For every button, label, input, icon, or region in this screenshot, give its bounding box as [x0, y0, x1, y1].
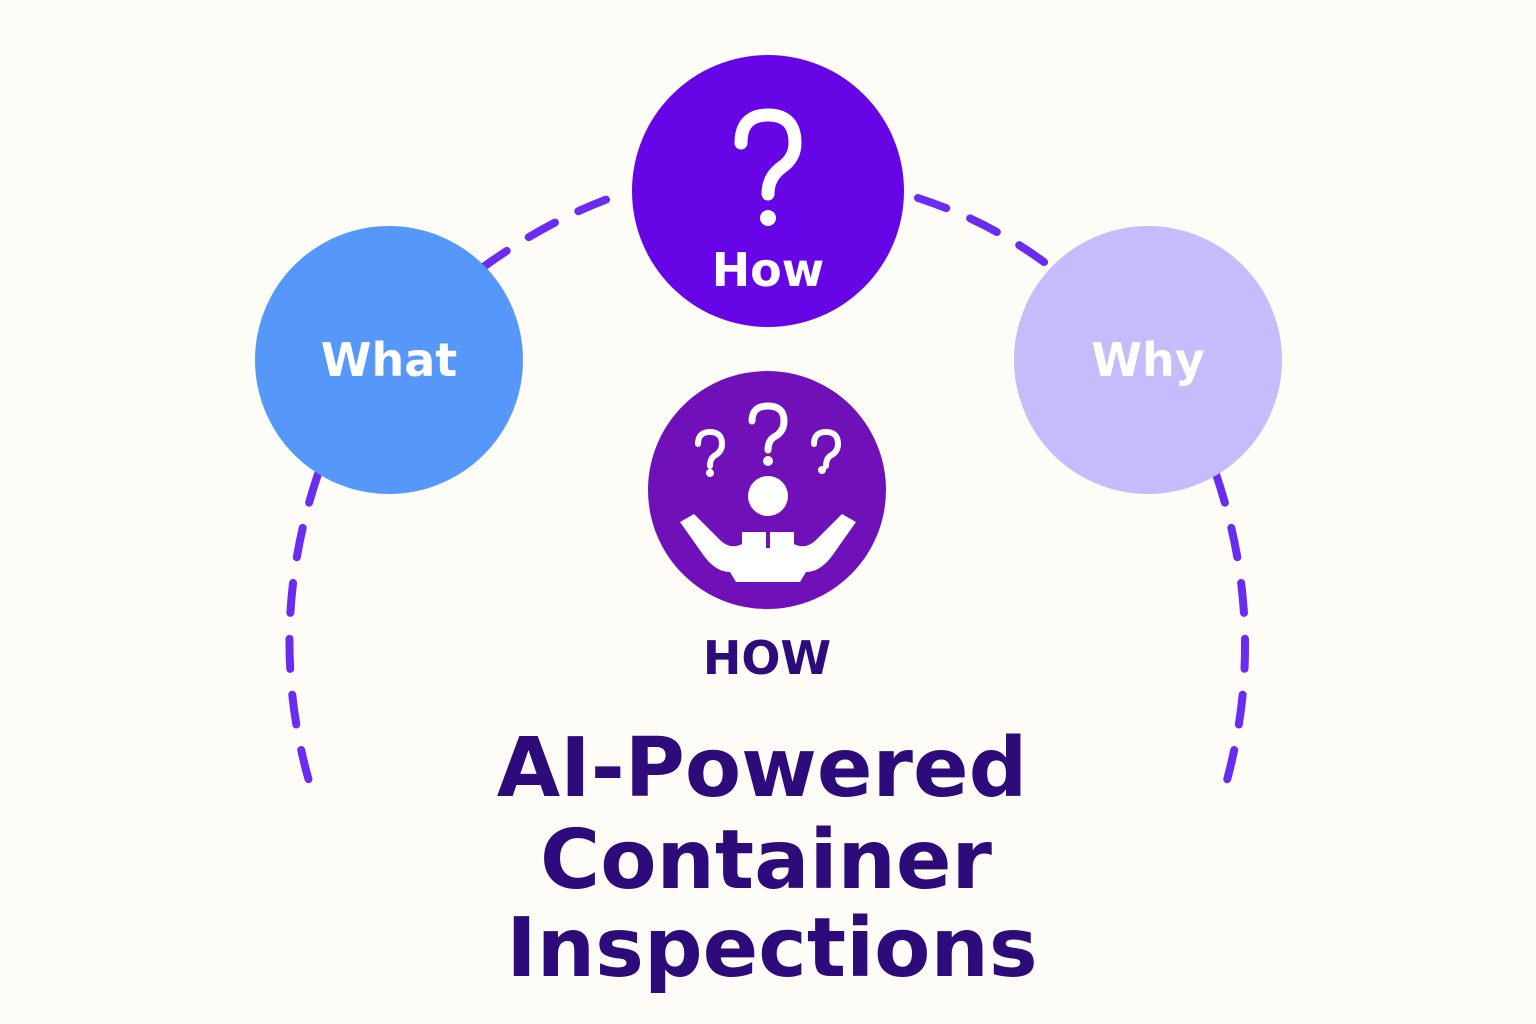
small-question-mark-icon — [811, 428, 842, 474]
confused-person-icon — [680, 402, 856, 582]
title-line-2: Container — [540, 813, 993, 908]
arc-left-lower — [285, 470, 322, 808]
center-caption: HOW — [703, 631, 831, 685]
node-why-circle — [1014, 226, 1282, 494]
medium-question-mark-icon — [748, 402, 788, 466]
question-mark-icon — [734, 108, 802, 226]
arc-right-upper — [914, 194, 1056, 272]
diagram-title: AI-Powered Container Inspections — [497, 721, 1038, 996]
node-what-circle — [255, 226, 523, 494]
title-line-1: AI-Powered — [497, 721, 1028, 816]
arc-right-lower — [1212, 470, 1250, 808]
dashed-arc — [285, 192, 1250, 808]
node-what: What — [255, 226, 523, 494]
node-what-label: What — [321, 333, 458, 387]
node-how: How — [632, 55, 904, 327]
node-why: Why — [1014, 226, 1282, 494]
person-head-icon — [748, 476, 788, 516]
title-line-3: Inspections — [506, 901, 1037, 996]
node-how-center — [648, 371, 886, 609]
node-how-label: How — [712, 243, 825, 297]
small-question-mark-icon — [695, 428, 726, 477]
node-why-label: Why — [1091, 333, 1204, 387]
arc-left-upper — [478, 192, 620, 272]
